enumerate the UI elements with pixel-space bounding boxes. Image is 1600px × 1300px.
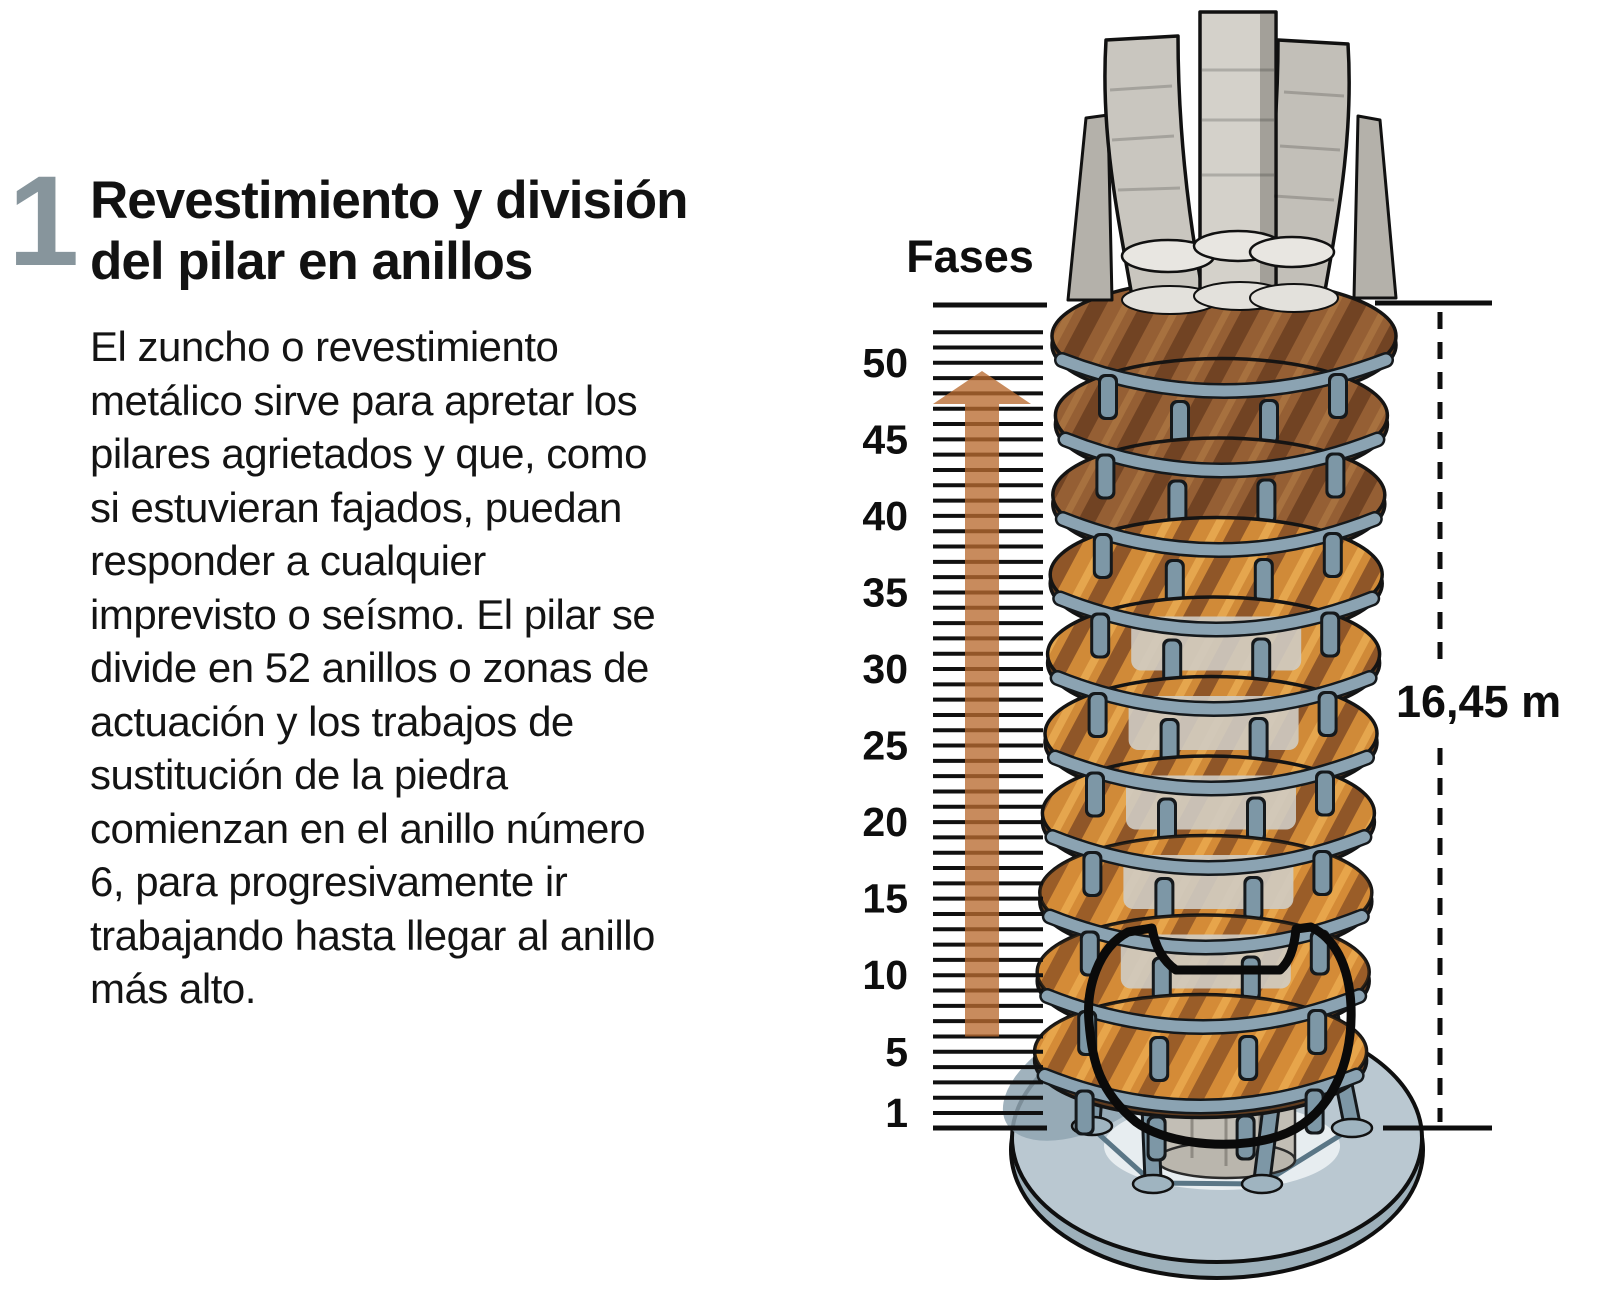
band-post xyxy=(1101,377,1115,417)
fases-scale-title: Fases xyxy=(906,231,1034,282)
scale-tick-label: 45 xyxy=(862,416,908,462)
scale-tick-label: 15 xyxy=(862,876,908,922)
scale-tick-label: 5 xyxy=(885,1029,908,1075)
leg-foot xyxy=(1240,1173,1284,1195)
band-post xyxy=(1077,1092,1092,1133)
band-post xyxy=(1249,799,1263,840)
band-post xyxy=(1173,403,1187,443)
band-post xyxy=(1241,1038,1256,1078)
scale-tick-label: 50 xyxy=(862,340,908,386)
scale-tick-label: 1 xyxy=(885,1090,908,1136)
height-label: 16,45 m xyxy=(1396,676,1561,727)
band-post xyxy=(1170,482,1185,523)
pillar-ring-band xyxy=(1036,1067,1365,1162)
pillar-ring-band xyxy=(1057,431,1386,526)
band-post xyxy=(1085,854,1100,894)
band-post xyxy=(1315,853,1330,893)
fases-scale-ticks xyxy=(933,302,1047,1131)
band-post xyxy=(1154,959,1169,1000)
work-zone-outline xyxy=(1084,922,1356,1149)
band-post xyxy=(1165,641,1180,682)
band-post xyxy=(1251,720,1266,760)
band-post xyxy=(1310,1012,1325,1052)
band-post xyxy=(1259,481,1274,522)
stone-column-far-right xyxy=(1352,114,1398,300)
stone-column-far-left xyxy=(1066,113,1114,302)
band-post xyxy=(1318,773,1332,814)
scale-tick-label: 30 xyxy=(862,646,908,692)
scale-tick-label: 25 xyxy=(862,723,908,769)
pillar-ring-band xyxy=(1054,511,1383,605)
band-post xyxy=(1262,402,1276,442)
band-post xyxy=(1152,1039,1167,1079)
pillar-ring-band xyxy=(1049,670,1378,764)
pillar-ring-band xyxy=(1054,352,1394,446)
section-title: Revestimiento y división del pilar en an… xyxy=(90,171,688,291)
progress-arrow-shape xyxy=(933,371,1031,1037)
leg-foot xyxy=(1330,1117,1374,1139)
band-post xyxy=(1157,880,1172,920)
band-post xyxy=(1088,774,1102,815)
band-post xyxy=(1256,561,1271,601)
pillar-rings xyxy=(1032,352,1394,1162)
band-post xyxy=(1325,535,1340,575)
pillar-ring-band xyxy=(1052,590,1381,685)
band-post xyxy=(1320,694,1335,734)
band-post xyxy=(1095,536,1110,576)
scale-tick-label: 40 xyxy=(862,493,908,539)
band-post xyxy=(1162,721,1177,761)
band-post xyxy=(1093,615,1108,656)
band-post xyxy=(1243,958,1258,999)
pillar-ring-band xyxy=(1047,749,1375,844)
band-post xyxy=(1098,456,1113,497)
band-post xyxy=(1082,933,1097,974)
height-measure: 16,45 m xyxy=(1375,300,1561,1131)
section-body-text: El zuncho o revestimiento metálico sirve… xyxy=(90,323,656,1012)
leg-foot xyxy=(1131,1173,1175,1195)
band-post xyxy=(1254,640,1269,681)
pillar-ring-band xyxy=(1041,908,1370,1003)
stone-pinnacles xyxy=(1066,10,1398,315)
fases-progress-arrow xyxy=(933,371,1031,1037)
scale-tick-label: 20 xyxy=(862,799,908,845)
band-post xyxy=(1331,376,1345,416)
band-post xyxy=(1238,1117,1253,1158)
band-post xyxy=(1160,800,1174,841)
band-post xyxy=(1090,695,1105,735)
stone-texture-lines xyxy=(1109,68,1345,202)
band-post xyxy=(1312,932,1327,973)
band-post xyxy=(1246,879,1261,919)
band-post xyxy=(1328,455,1343,496)
stone-knob-bands xyxy=(1120,229,1339,315)
band-post xyxy=(1323,614,1338,655)
pillar-ring-band xyxy=(1044,829,1373,923)
section-number: 1 xyxy=(8,150,79,293)
scale-tick-label: 10 xyxy=(862,952,908,998)
scale-tick-label: 35 xyxy=(862,569,908,615)
stone-column-center-shade xyxy=(1260,14,1274,300)
band-post xyxy=(1167,562,1182,602)
